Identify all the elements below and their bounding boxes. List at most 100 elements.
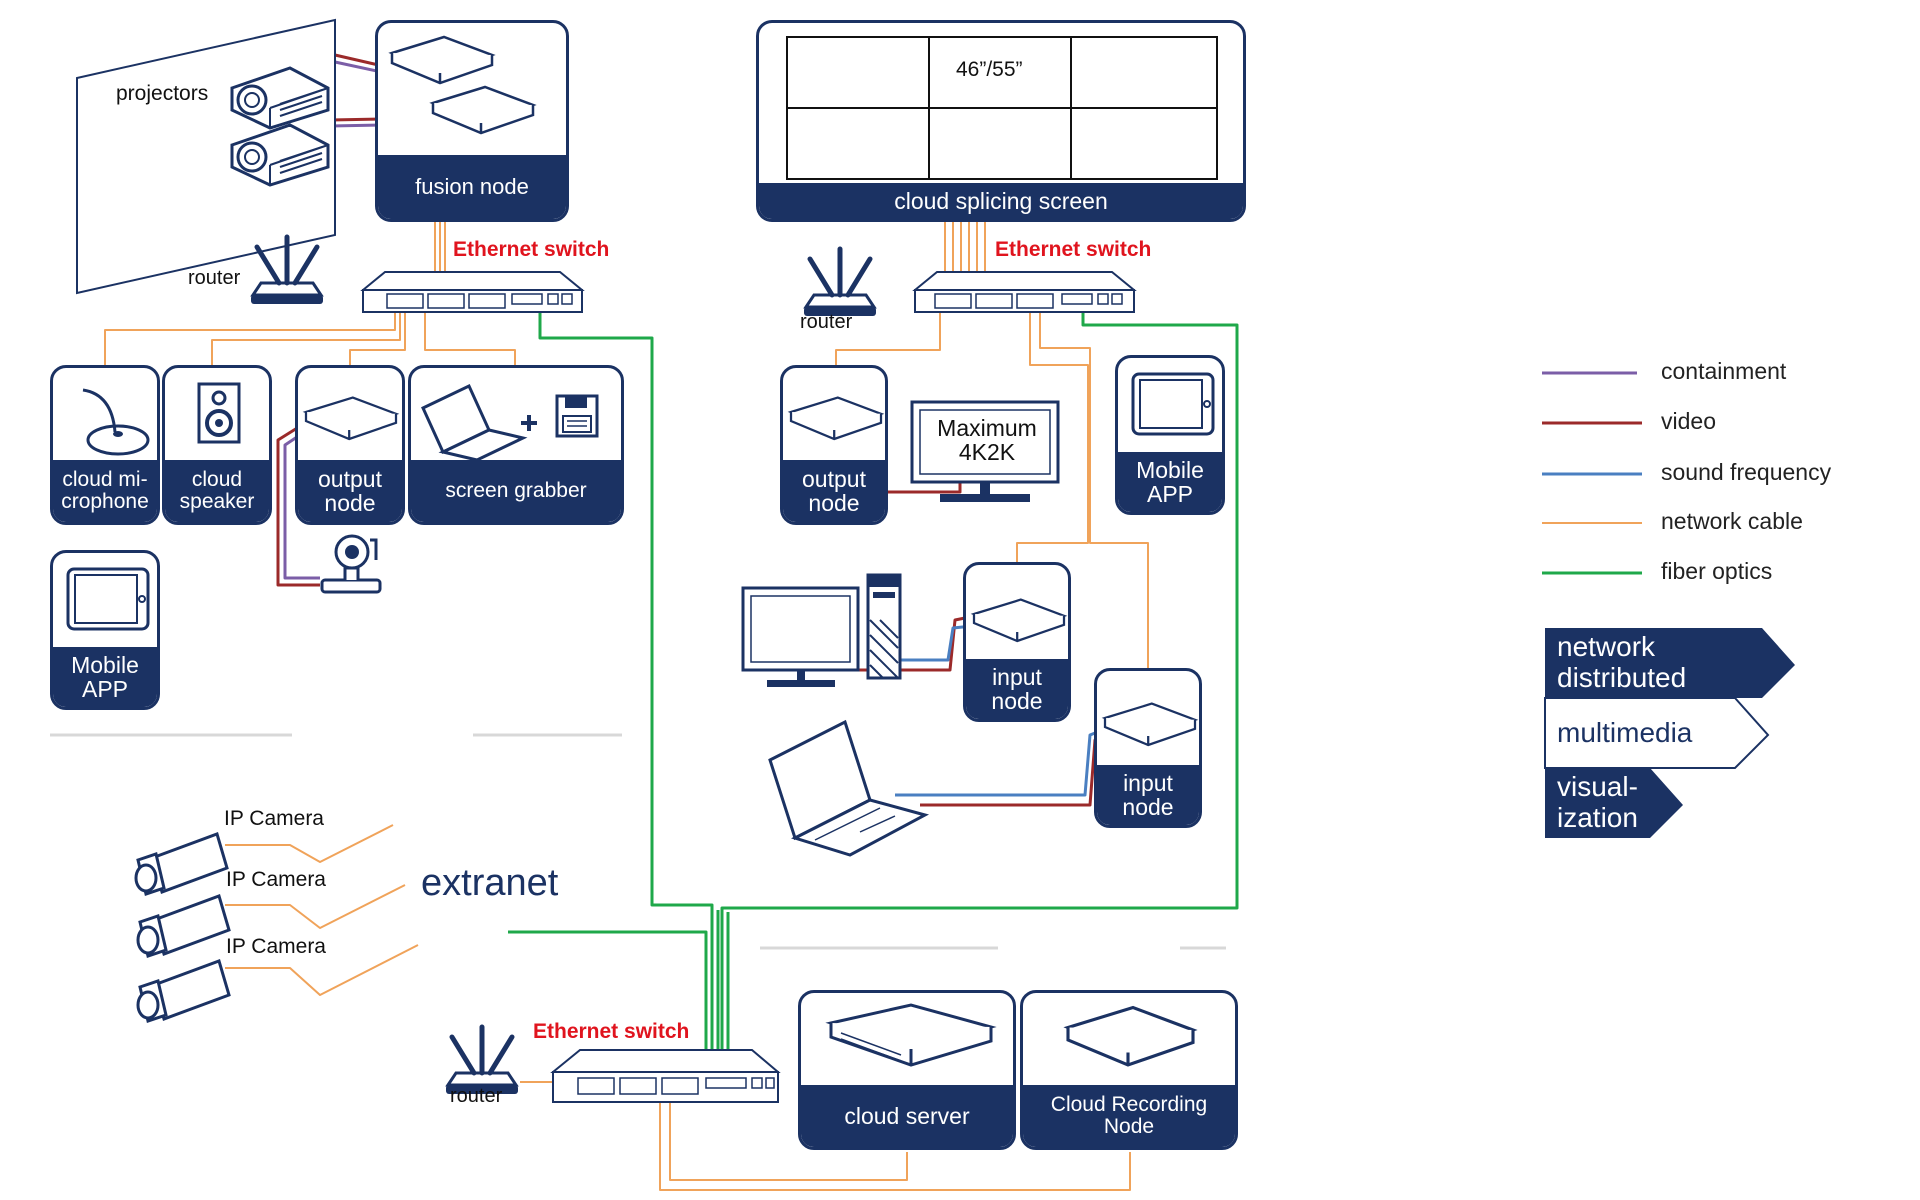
projector-icon [230,66,330,130]
ip-camera-label: IP Camera [226,868,326,891]
network-wire [944,218,986,292]
desktop-monitor-icon [741,586,860,687]
ethernet-switch-label: Ethernet switch [533,1020,690,1043]
fusion-node-card[interactable]: fusion node [375,20,569,222]
banner-line: network [1557,631,1656,663]
video-wall-grid: 46”/55” [786,36,1218,180]
nodebox-icon [302,396,400,441]
ptz-camera-icon [320,534,382,594]
card-label-line: input [992,663,1042,690]
ip-camera-icon [136,894,231,958]
ip-camera-label: IP Camera [224,807,324,830]
ethernet-switch-icon [550,1049,781,1103]
banner-multimedia-text: multimedia [1557,716,1693,748]
card-label-line: APP [1146,481,1194,507]
banner-line: visual- [1557,771,1638,803]
card-label: cloud server [801,1085,1013,1147]
banner-network-distributed [1545,628,1795,698]
microphone-icon [82,388,150,456]
network-wire [835,305,941,365]
card-label-line: Mobile [71,651,139,678]
input-node-card[interactable]: input node [963,562,1071,722]
banner-visualization-text: visual- ization [1545,768,1655,838]
projector-icon [230,123,330,187]
nodebox-icon [1101,702,1199,747]
cloud-splicing-screen-card[interactable]: 46”/55” cloud splicing screen [756,20,1246,222]
tablet-icon [66,567,150,631]
mobile-app-card[interactable]: Mobile APP [1115,355,1225,515]
card-label: cloud mi- crophone [53,460,157,522]
tablet-icon [1131,372,1215,436]
nodebox-icon [1063,1005,1198,1067]
laptop-plus-disk-icon [421,383,599,462]
network-wire [349,305,406,365]
card-label-line: input [1123,769,1173,796]
router-label: router [450,1085,503,1107]
cloud-speaker-card[interactable]: cloud speaker [162,365,272,525]
legend-label-sound: sound frequency [1661,459,1832,485]
monitor-caption: Maximum 4K2K [920,416,1054,464]
router-icon [804,249,876,316]
mobile-app-card[interactable]: Mobile APP [50,550,160,710]
output-node-card[interactable]: output node [295,365,405,525]
cloud-server-card[interactable]: cloud server [798,990,1016,1150]
card-label: output node [783,460,885,522]
legend-label-network: network cable [1661,508,1803,534]
card-label-line: Node [1103,1115,1155,1138]
ethernet-switch-label: Ethernet switch [453,238,610,261]
legend-label-containment: containment [1661,358,1787,384]
cloud-microphone-card[interactable]: cloud mi- crophone [50,365,160,525]
router-label: router [188,267,241,289]
card-label-line: Cloud Recording [1050,1092,1208,1116]
ethernet-switch-icon [912,271,1137,313]
card-label-line: node [808,490,860,516]
screen-grabber-card[interactable]: screen grabber [408,365,624,525]
card-label-line: cloud [191,467,243,491]
card-label: output node [298,460,402,522]
ip-camera-icon [134,832,229,896]
card-label: cloud speaker [165,460,269,522]
laptop-icon [768,719,930,857]
output-node-card[interactable]: output node [780,365,888,525]
network-wire [211,305,401,365]
network-wire [225,824,394,863]
card-label: screen grabber [411,460,621,522]
network-wire [104,305,396,365]
router-label: router [800,311,853,333]
nodebox-icon [388,35,537,135]
input-node-card[interactable]: input node [1094,668,1202,828]
ip-camera-icon [136,959,231,1023]
card-label-line: crophone [61,490,149,513]
banner-visualization [1545,768,1683,838]
cloud-recording-node-card[interactable]: Cloud Recording Node [1020,990,1238,1150]
fiber-wire [508,930,708,1075]
card-label: fusion node [378,155,566,219]
pc-tower-icon [866,573,902,680]
legend-label-video: video [1661,408,1716,434]
banner-multimedia [1544,697,1770,769]
monitor-caption-line: Maximum [937,415,1037,441]
nodebox-icon [787,396,885,441]
network-wire [424,305,516,365]
nodebox-icon [970,598,1068,643]
router-icon [446,1027,518,1094]
network-wire [1016,305,1089,562]
ethernet-switch-label: Ethernet switch [995,238,1152,261]
network-wire [225,944,419,996]
extranet-label: extranet [421,862,559,904]
card-label-line: speaker [179,490,255,513]
network-wire [1039,305,1149,668]
banner-line: distributed [1557,662,1687,693]
fiber-wire [538,305,714,1075]
card-label: Cloud Recording Node [1023,1085,1235,1147]
card-label-line: node [991,688,1043,714]
card-label-line: APP [81,676,129,702]
banner-line: ization [1557,802,1638,833]
server-icon [825,1003,997,1067]
card-label-line: node [324,490,376,516]
network-wire [659,1102,1131,1191]
card-label-line: Mobile [1136,456,1204,483]
